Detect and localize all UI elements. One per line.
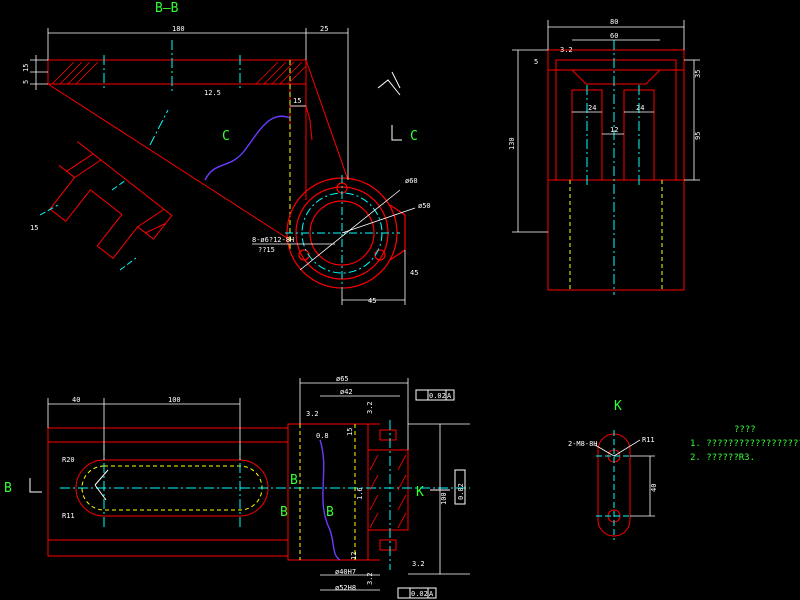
dim-25: 25 — [320, 25, 328, 33]
dim-15-left: 15 — [22, 64, 30, 72]
label-b-low2: B — [326, 505, 334, 520]
label-b-mid: B — [290, 473, 298, 488]
view-c-left: C — [222, 129, 230, 144]
svg-text:0.02: 0.02 — [457, 483, 465, 500]
label-k-arrow: K — [416, 485, 424, 500]
roughness-12-5: 12.5 — [204, 89, 221, 97]
dim-80: 80 — [610, 18, 618, 26]
dim-45-side: 45 — [410, 269, 418, 277]
break-curve-2 — [319, 439, 341, 561]
dim-40: 40 — [72, 396, 80, 404]
dim-24b: 24 — [636, 104, 644, 112]
dim-12-bottom: 12 — [350, 552, 358, 560]
tolerance-frame-side: 0.02 — [454, 469, 466, 505]
top-view: 40 100 R20 R11 ø65 ø42 0.02 A 3.2 0.8 15… — [4, 375, 470, 599]
dim-3-2-bottom: 3.2 — [366, 572, 374, 585]
technical-notes: ???? 1. ???????????????????? 2. ??????R3… — [690, 425, 800, 463]
break-curve — [204, 115, 291, 181]
dim-100-vertical: 100 — [440, 492, 448, 505]
side-view: 80 60 3.2 5 24 24 12 130 95 35 — [508, 18, 702, 295]
dim-24a: 24 — [588, 104, 596, 112]
dim-45-bottom: 45 — [368, 297, 376, 305]
hatch-hub — [369, 454, 407, 529]
label-b-left: B — [4, 481, 12, 496]
label-b-low: B — [280, 505, 288, 520]
tolerance-frame-bottom: 0.02 A — [397, 587, 437, 599]
k-r11: R11 — [642, 436, 655, 444]
svg-text:A: A — [447, 392, 452, 400]
dim-12-cc: 15 — [30, 224, 38, 232]
dim-100: 100 — [168, 396, 181, 404]
roughness-3-2: 3.2 — [412, 560, 425, 568]
dim-phi40h7: ø40H7 — [335, 568, 356, 576]
dim-95: 95 — [694, 132, 702, 140]
dim-0-8: 0.8 — [316, 432, 329, 440]
hatch-top-flange — [51, 61, 307, 85]
slot — [75, 459, 269, 517]
dim-60: 60 — [610, 32, 618, 40]
svg-text:0.02: 0.02 — [429, 392, 446, 400]
dim-phi50: ø50 — [418, 202, 431, 210]
dim-phi52h8: ø52H8 — [335, 584, 356, 592]
dim-15-top: 15 — [346, 428, 354, 436]
dim-15-inner: 15 — [293, 97, 301, 105]
section-view-cc — [49, 141, 173, 259]
dim-130: 130 — [508, 137, 516, 150]
dim-5-left: 5 — [22, 80, 30, 84]
dim-3-2-top: 3.2 — [306, 410, 319, 418]
dim-phi60: ø60 — [405, 177, 418, 185]
notes-title: ???? — [734, 425, 756, 435]
dim-r11: R11 — [62, 512, 75, 520]
dim-35: 35 — [694, 70, 702, 78]
dim-holes-depth: ??15 — [258, 246, 275, 254]
dim-phi65: ø65 — [336, 375, 349, 383]
view-k-title: K — [614, 399, 622, 414]
k-dim-40: 40 — [650, 484, 658, 492]
view-c-right: C — [410, 129, 418, 144]
view-k: K 2-M8-8H R11 40 — [568, 399, 658, 540]
notes-line-2: 2. ??????R3. — [690, 453, 755, 463]
section-view-bb: B—B C C — [22, 1, 431, 305]
notes-line-1: 1. ???????????????????? — [690, 439, 800, 449]
dim-5: 5 — [534, 58, 538, 66]
dim-3-2: 3.2 — [560, 46, 573, 54]
svg-text:A: A — [429, 590, 434, 598]
svg-text:0.02: 0.02 — [411, 590, 428, 598]
k-holes: 2-M8-8H — [568, 440, 598, 448]
dim-r20: R20 — [62, 456, 75, 464]
dim-holes: 8-ø6?12-8H — [252, 236, 294, 244]
dim-12: 12 — [610, 126, 618, 134]
view-bb-title: B—B — [155, 1, 179, 16]
dim-phi42: ø42 — [340, 388, 353, 396]
tolerance-frame-top: 0.02 A — [415, 389, 455, 401]
dim-3-2-b: 3.2 — [366, 401, 374, 414]
dim-180: 180 — [172, 25, 185, 33]
dim-1-6: 1.6 — [356, 487, 364, 500]
